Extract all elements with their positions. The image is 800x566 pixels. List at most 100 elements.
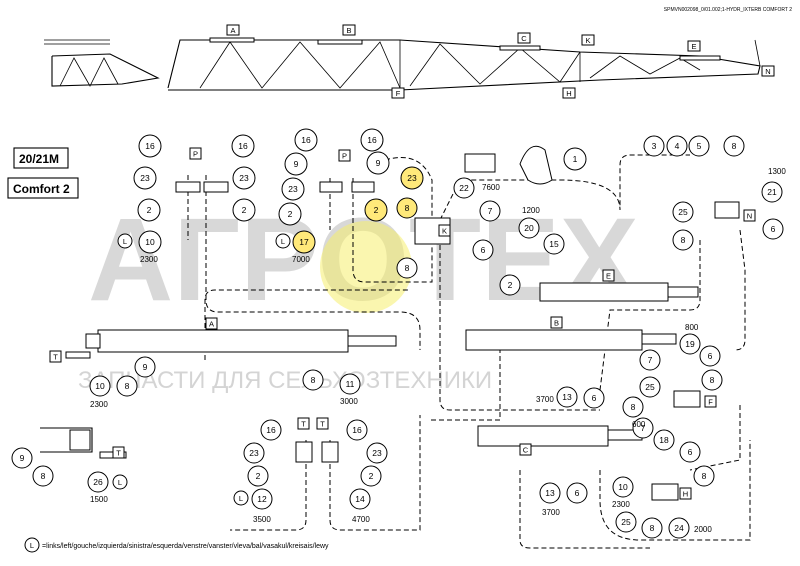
callout-6: 6 xyxy=(688,447,693,457)
tag-t: T xyxy=(301,420,306,429)
model-variant: Comfort 2 xyxy=(13,182,70,196)
callout-23: 23 xyxy=(288,184,298,194)
boom-marker-k: K xyxy=(585,36,590,45)
callout-8: 8 xyxy=(311,375,316,385)
callout-16: 16 xyxy=(145,141,155,151)
hose-length-labels: 2300 7000 7600 1200 1300 2300 3000 1500 … xyxy=(90,167,786,534)
boom-cylinder-a xyxy=(209,37,255,43)
callout-9: 9 xyxy=(143,362,148,372)
callout-10: 10 xyxy=(145,237,155,247)
callout-16: 16 xyxy=(301,135,311,145)
callout-23-highlighted: 23 xyxy=(407,173,417,183)
hose-routes xyxy=(187,154,751,549)
callout-8: 8 xyxy=(41,471,46,481)
length-l10: 2300 xyxy=(140,255,158,264)
callout-16: 16 xyxy=(352,425,362,435)
callout-15: 15 xyxy=(549,239,559,249)
callout-7: 7 xyxy=(648,355,653,365)
boom-cylinder-b xyxy=(317,39,363,45)
callout-25: 25 xyxy=(678,207,688,217)
callout-10: 10 xyxy=(618,482,628,492)
valve-block xyxy=(464,153,496,173)
callout-2: 2 xyxy=(147,205,152,215)
callout-16: 16 xyxy=(367,135,377,145)
cylinder-b xyxy=(465,329,643,351)
tag-a: A xyxy=(209,320,214,329)
callout-8: 8 xyxy=(732,141,737,151)
length-c600: 600 xyxy=(632,420,646,429)
length-b800: 800 xyxy=(685,323,699,332)
watermark: АГРОТЕХ ЗАПЧАСТИ ДЛЯ СЕЛЬХОЗТЕХНИКИ xyxy=(78,194,639,394)
callout-17: 17 xyxy=(299,237,309,247)
callout-6: 6 xyxy=(771,224,776,234)
callout-13: 13 xyxy=(562,392,572,402)
callout-8: 8 xyxy=(650,523,655,533)
callout-10: 10 xyxy=(95,381,105,391)
callout-18: 18 xyxy=(659,435,669,445)
tag-t: T xyxy=(320,420,325,429)
length-l12: 3500 xyxy=(253,515,271,524)
callout-2-highlighted: 2 xyxy=(374,205,379,215)
cylinder-a xyxy=(97,329,349,353)
callout-2: 2 xyxy=(508,280,513,290)
legend-symbol: L xyxy=(30,541,34,550)
boom-cylinder-e xyxy=(679,55,721,61)
model-labels: 20/21M Comfort 2 xyxy=(7,147,79,199)
length-l26: 1500 xyxy=(90,495,108,504)
length-l22: 7600 xyxy=(482,183,500,192)
boom-marker-c: C xyxy=(521,34,527,43)
n-valve xyxy=(714,201,740,219)
cylinder-e xyxy=(539,282,669,302)
length-c2300: 2300 xyxy=(612,500,630,509)
tag-l: L xyxy=(118,478,122,487)
callout-8: 8 xyxy=(405,263,410,273)
callout-1: 1 xyxy=(573,154,578,164)
callout-2: 2 xyxy=(242,205,247,215)
callout-9: 9 xyxy=(20,453,25,463)
boom-cylinder-c xyxy=(499,45,541,51)
callout-6: 6 xyxy=(481,245,486,255)
callout-26: 26 xyxy=(93,477,103,487)
f-valve xyxy=(673,390,701,408)
callout-25: 25 xyxy=(645,382,655,392)
tag-l: L xyxy=(281,237,285,246)
boom-marker-n: N xyxy=(765,67,770,76)
tag-p: P xyxy=(342,152,347,161)
length-l17: 7000 xyxy=(292,255,310,264)
length-c3700: 3700 xyxy=(542,508,560,517)
callout-2: 2 xyxy=(369,471,374,481)
letter-tags: P P K N E A B T T T T C F H L L L L xyxy=(49,147,756,506)
boom-marker-b: B xyxy=(346,26,351,35)
length-l14: 4700 xyxy=(352,515,370,524)
callout-23: 23 xyxy=(249,448,259,458)
h-valve xyxy=(651,483,679,501)
callout-6: 6 xyxy=(708,351,713,361)
callout-8: 8 xyxy=(681,235,686,245)
callout-7: 7 xyxy=(488,206,493,216)
boom-marker-h: H xyxy=(566,89,571,98)
tag-b: B xyxy=(554,319,559,328)
tag-k: K xyxy=(442,227,447,236)
callout-8: 8 xyxy=(405,203,410,213)
callout-3: 3 xyxy=(652,141,657,151)
callout-8: 8 xyxy=(702,471,707,481)
callout-24: 24 xyxy=(674,523,684,533)
callout-9: 9 xyxy=(376,158,381,168)
callout-14: 14 xyxy=(355,494,365,504)
callout-8: 8 xyxy=(710,375,715,385)
length-a10: 2300 xyxy=(90,400,108,409)
callout-23: 23 xyxy=(372,448,382,458)
tag-l: L xyxy=(239,494,243,503)
tag-t: T xyxy=(116,449,121,458)
tag-p: P xyxy=(193,150,198,159)
callout-2: 2 xyxy=(256,471,261,481)
callout-16: 16 xyxy=(266,425,276,435)
callout-8: 8 xyxy=(631,402,636,412)
length-l20: 1200 xyxy=(522,206,540,215)
callout-25: 25 xyxy=(621,517,631,527)
tag-e: E xyxy=(606,272,611,281)
callout-7: 7 xyxy=(641,423,646,433)
boom-marker-a: A xyxy=(230,26,235,35)
boom-marker-f: F xyxy=(396,89,401,98)
